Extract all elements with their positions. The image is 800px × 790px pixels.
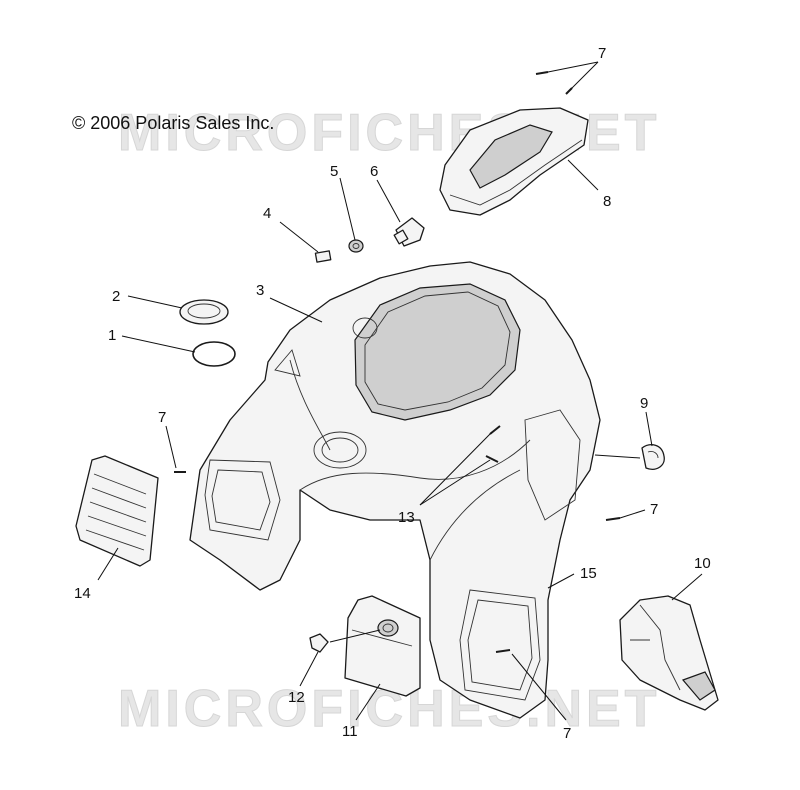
callout-11: 11 xyxy=(342,723,358,740)
part-1-o-ring xyxy=(192,341,236,367)
part-6-knob xyxy=(393,217,425,247)
callout-3: 3 xyxy=(256,282,264,299)
part-15-front-cab xyxy=(189,261,601,719)
callout-12: 12 xyxy=(288,689,305,706)
part-5-grommet xyxy=(348,239,364,253)
part-8-upper-panel xyxy=(439,107,589,216)
part-2-bezel xyxy=(179,299,229,325)
callout-7-right: 7 xyxy=(650,501,658,518)
copyright-notice: © 2006 Polaris Sales Inc. xyxy=(72,113,275,133)
callout-2: 2 xyxy=(112,288,120,305)
callout-8: 8 xyxy=(603,193,611,210)
callout-13: 13 xyxy=(398,509,415,526)
callout-7-top: 7 xyxy=(598,45,606,62)
callout-10: 10 xyxy=(694,555,711,572)
part-11-cover-panel xyxy=(344,595,421,697)
part-10-side-duct xyxy=(619,595,719,711)
callout-15: 15 xyxy=(580,565,597,582)
callout-14: 14 xyxy=(74,585,91,602)
callout-7-bottom: 7 xyxy=(563,725,571,742)
part-14-louver-vent xyxy=(75,455,159,567)
callout-labels: 7 8 5 6 4 2 1 3 7 9 7 13 15 10 14 12 11 … xyxy=(74,45,711,742)
callout-7-left: 7 xyxy=(158,409,166,426)
part-7-screws xyxy=(174,71,621,653)
leader-lines xyxy=(97,61,703,721)
callout-1: 1 xyxy=(108,327,116,344)
part-9-bracket xyxy=(641,444,665,470)
part-12-fastener xyxy=(309,633,329,653)
callout-4: 4 xyxy=(263,205,271,222)
callout-6: 6 xyxy=(370,163,378,180)
callout-5: 5 xyxy=(330,163,338,180)
part-4-clip xyxy=(314,250,332,263)
callout-9: 9 xyxy=(640,395,648,412)
